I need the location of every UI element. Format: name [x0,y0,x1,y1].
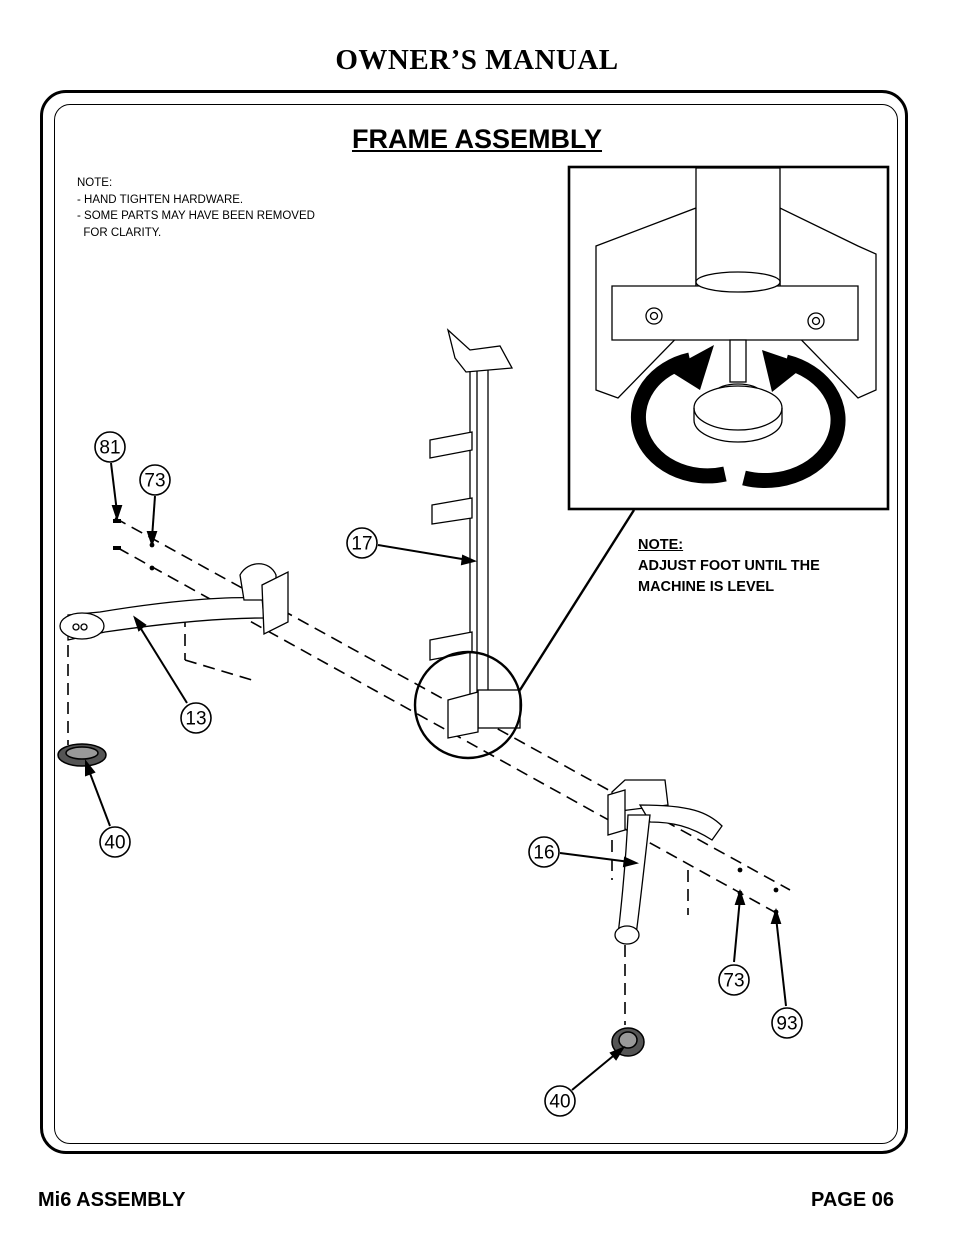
left-base-part [59,563,289,641]
note-line: FOR CLARITY. [77,226,162,239]
section-title: FRAME ASSEMBLY [351,124,603,154]
part-label-text: 16 [533,843,554,864]
part-label-40: 40 [544,1085,576,1117]
part-label-16: 16 [528,836,560,868]
detail-magnifier-circle [413,650,523,760]
part-label-text: 93 [776,1014,797,1035]
part-label-text: 40 [549,1092,570,1113]
rotate-arrow-left-icon [630,352,727,484]
part-label-81: 81 [94,431,126,463]
part-label-73: 73 [718,964,750,996]
label-leaders [85,462,787,1091]
leveling-note-line: MACHINE IS LEVEL [638,579,775,595]
leveling-foot-part [57,743,645,1057]
part-label-text: 73 [723,971,744,992]
assembly-notes: NOTE: - HAND TIGHTEN HARDWARE. - SOME PA… [77,175,315,241]
part-label-text: 13 [185,709,206,730]
page-frame-inner [54,104,898,1144]
page-frame-outer [40,90,908,1154]
part-label-40: 40 [99,826,131,858]
part-label-13: 13 [180,702,212,734]
part-number-labels: 81 73 17 13 40 16 73 93 [94,431,803,1117]
manual-title: OWNER’S MANUAL [335,44,619,76]
rotate-arrow-right-icon [742,354,846,489]
right-base-part [607,779,723,945]
part-label-93: 93 [771,1007,803,1039]
arrowhead-icon [668,345,714,390]
note-line: - SOME PARTS MAY HAVE BEEN REMOVED [77,210,315,222]
detail-leader-line [518,509,636,691]
part-label-text: 81 [99,438,120,459]
leveling-note: NOTE: ADJUST FOOT UNTIL THE MACHINE IS L… [638,535,820,598]
footer-assembly-name: Mi6 ASSEMBLY [38,1189,186,1211]
arrowhead-icon [762,350,806,392]
part-label-text: 73 [144,471,165,492]
leveling-note-heading: NOTE: [638,537,684,553]
note-line: - HAND TIGHTEN HARDWARE. [77,193,244,206]
footer-page-number: PAGE 06 [811,1189,894,1211]
leveling-note-line: ADJUST FOOT UNTIL THE [638,558,820,574]
part-label-17: 17 [346,527,378,559]
part-label-text: 40 [104,833,125,854]
detail-inset [567,165,890,511]
part-label-text: 17 [351,534,372,555]
part-label-73: 73 [139,464,171,496]
upright-frame-part [429,328,521,739]
note-line: NOTE: [77,177,113,189]
